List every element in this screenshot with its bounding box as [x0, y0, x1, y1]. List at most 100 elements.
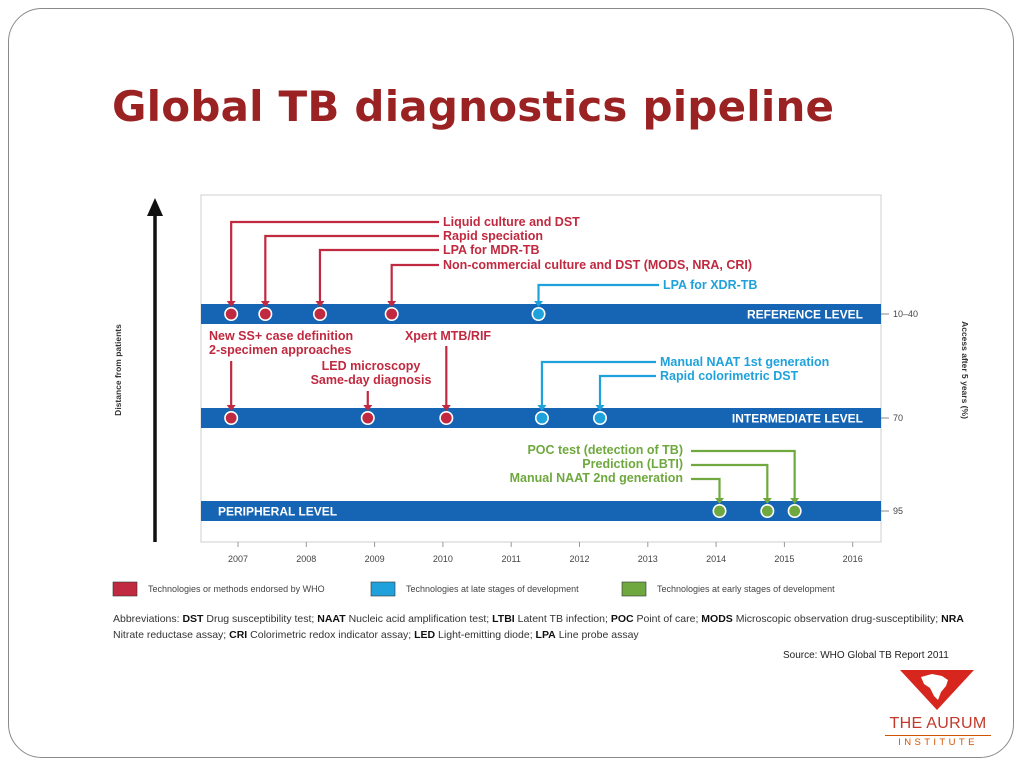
- x-tick-label-2011: 2011: [502, 554, 521, 564]
- pipeline-dot-3: [384, 306, 399, 321]
- access-value-reference: 10–40: [893, 309, 918, 319]
- pipeline-dot-9: [592, 410, 607, 425]
- annotation-label-8-0: Manual NAAT 1st generation: [660, 355, 829, 369]
- x-tick-label-2010: 2010: [433, 554, 453, 564]
- pipeline-dot-10: [712, 503, 727, 518]
- annotation-label-10-0: POC test (detection of TB): [527, 443, 683, 457]
- arrow-head-10: [715, 498, 725, 504]
- legend-label-endorsed: Technologies or methods endorsed by WHO: [148, 584, 325, 594]
- connector-9: [598, 374, 656, 407]
- arrow-head-1: [260, 301, 270, 307]
- logo-name: THE AURUM: [889, 715, 987, 732]
- arrow-head-9: [595, 405, 605, 411]
- abbrev-def-cri: Colorimetric redox indicator assay;: [247, 629, 415, 641]
- legend-label-early: Technologies at early stages of developm…: [657, 584, 835, 594]
- arrow-head-0: [226, 301, 236, 307]
- annotation-label-11-0: Prediction (LBTI): [582, 457, 683, 471]
- abbrev-term-ltbi: LTBI: [492, 613, 515, 625]
- pipeline-dot-11: [760, 503, 775, 518]
- connector-2: [318, 248, 439, 303]
- connector-0: [230, 220, 439, 303]
- arrow-head-8: [537, 405, 547, 411]
- annotation-label-5-1: 2-specimen approaches: [209, 343, 351, 357]
- annotation-label-7-0: Xpert MTB/RIF: [405, 329, 491, 343]
- pipeline-dot-6: [360, 410, 375, 425]
- access-value-intermediate: 70: [893, 413, 903, 423]
- abbrev-def-poc: Point of care;: [633, 613, 702, 625]
- annotation-label-4-0: LPA for XDR-TB: [663, 278, 757, 292]
- legend-label-late: Technologies at late stages of developme…: [406, 584, 579, 594]
- abbrev-term-poc: POC: [610, 613, 634, 625]
- connector-4: [537, 283, 659, 303]
- arrow-head-5: [226, 405, 236, 411]
- arrow-head-3: [387, 301, 397, 307]
- connector-12: [691, 449, 796, 500]
- annotation-label-5-0: New SS+ case definition: [209, 329, 353, 343]
- y-axis-left-label: Distance from patients: [113, 324, 123, 416]
- annotation-label-12-0: Manual NAAT 2nd generation: [510, 471, 683, 485]
- pipeline-dot-5: [224, 410, 239, 425]
- abbrev-term-cri: CRI: [229, 629, 248, 641]
- legend-swatch-late: [370, 581, 396, 597]
- abbrev-def-lpa: Line probe assay: [555, 629, 639, 641]
- logo-subtitle: INSTITUTE: [885, 735, 991, 748]
- annotation-label-6-0: LED microscopy: [322, 359, 421, 373]
- annotation-label-6-1: Same-day diagnosis: [311, 373, 432, 387]
- abbrev-def-led: Light-emitting diode;: [435, 629, 536, 641]
- connector-3: [390, 263, 439, 303]
- connector-8: [540, 360, 656, 407]
- distance-arrow-head: [147, 198, 163, 216]
- pipeline-dot-1: [258, 306, 273, 321]
- pipeline-dot-8: [534, 410, 549, 425]
- annotation-label-3-0: Non-commercial culture and DST (MODS, NR…: [443, 258, 752, 272]
- slide-title: Global TB diagnostics pipeline: [112, 82, 835, 131]
- arrow-head-2: [315, 301, 325, 307]
- abbrev-def-mods: Microscopic observation drug-susceptibil…: [732, 613, 942, 625]
- annotation-label-1-0: Rapid speciation: [443, 229, 543, 243]
- abbrev-term-nra: NRA: [941, 613, 964, 625]
- arrow-head-12: [790, 498, 800, 504]
- level-label-peripheral: PERIPHERAL LEVEL: [218, 505, 337, 519]
- abbrev-def-naat: Nucleic acid amplification test;: [345, 613, 493, 625]
- access-value-peripheral: 95: [893, 506, 903, 516]
- annotation-label-0-0: Liquid culture and DST: [443, 215, 580, 229]
- level-label-reference: REFERENCE LEVEL: [747, 308, 863, 322]
- y-axis-right-label: Access after 5 years (%): [960, 321, 970, 419]
- abbrev-def-dst: Drug susceptibility test;: [203, 613, 318, 625]
- x-tick-label-2012: 2012: [569, 554, 589, 564]
- abbreviations-note: Abbreviations: DST Drug susceptibility t…: [113, 611, 983, 643]
- arrow-head-4: [534, 301, 544, 307]
- connector-1: [264, 234, 439, 303]
- x-tick-label-2008: 2008: [296, 554, 316, 564]
- pipeline-dot-12: [787, 503, 802, 518]
- abbrev-def-ltbi: Latent TB infection;: [514, 613, 611, 625]
- x-tick-label-2015: 2015: [774, 554, 794, 564]
- abbrev-def-nra: Nitrate reductase assay;: [113, 629, 230, 641]
- abbrev-term-naat: NAAT: [317, 613, 346, 625]
- legend-swatch-early: [621, 581, 647, 597]
- legend-swatch-endorsed: [112, 581, 138, 597]
- source-citation: Source: WHO Global TB Report 2011: [783, 650, 949, 661]
- level-label-intermediate: INTERMEDIATE LEVEL: [732, 412, 863, 426]
- connector-10: [691, 477, 721, 500]
- annotation-label-2-0: LPA for MDR-TB: [443, 243, 540, 257]
- pipeline-dot-7: [439, 410, 454, 425]
- pipeline-dot-2: [312, 306, 327, 321]
- abbrev-term-lpa: LPA: [535, 629, 556, 641]
- pipeline-dot-0: [224, 306, 239, 321]
- abbrev-term-led: LED: [414, 629, 436, 641]
- arrow-head-6: [363, 405, 373, 411]
- x-tick-label-2007: 2007: [228, 554, 248, 564]
- annotation-label-9-0: Rapid colorimetric DST: [660, 369, 799, 383]
- pipeline-dot-4: [531, 306, 546, 321]
- x-tick-label-2009: 2009: [365, 554, 385, 564]
- connector-11: [691, 463, 769, 500]
- x-tick-label-2013: 2013: [638, 554, 658, 564]
- abbrev-term-mods: MODS: [701, 613, 733, 625]
- arrow-head-7: [441, 405, 451, 411]
- arrow-head-11: [762, 498, 772, 504]
- x-tick-label-2016: 2016: [843, 554, 863, 564]
- level-band-peripheral: [201, 501, 881, 521]
- abbrev-intro: Abbreviations:: [113, 613, 183, 625]
